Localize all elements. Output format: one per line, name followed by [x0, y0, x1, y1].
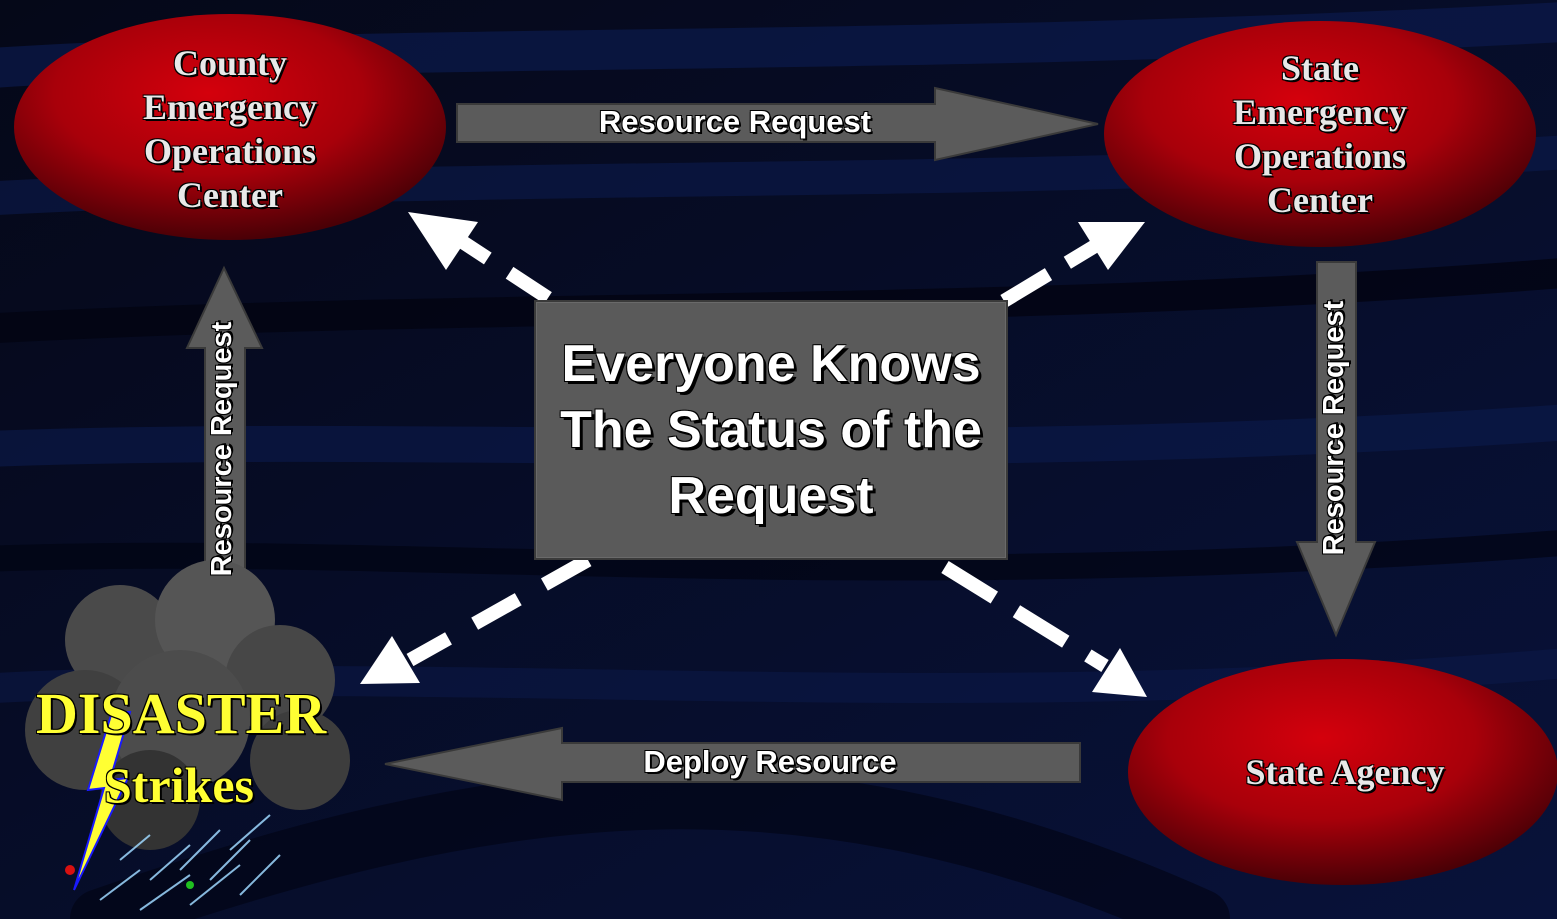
status-box-line: Everyone Knows — [561, 334, 981, 393]
county-eoc-ellipse — [14, 14, 446, 240]
dashed-arrow-to-disaster — [360, 553, 592, 684]
dashed-arrow-to-state-agency — [941, 561, 1147, 697]
status-box-line: Request — [668, 467, 874, 526]
disaster-to-county-arrow-label: Resource Request — [206, 321, 238, 577]
disaster-storm-illustration — [25, 560, 350, 911]
disaster-subtitle: Strikes — [104, 757, 254, 813]
county-eoc-line: Emergency — [143, 87, 317, 128]
state-agency-label: State Agency — [1245, 752, 1445, 793]
lightning-bolt-icon — [73, 711, 132, 891]
status-box: Everyone Knows The Status of the Request — [534, 300, 1008, 560]
state-eoc-line: State — [1281, 48, 1359, 89]
county-eoc-line: County — [172, 43, 288, 84]
state-eoc-ellipse — [1104, 21, 1536, 247]
state-eoc-line: Center — [1267, 179, 1373, 220]
state-agency-ellipse — [1128, 659, 1557, 885]
state-to-agency-arrow-label: Resource Request — [1318, 300, 1350, 556]
dashed-arrow-to-county — [408, 212, 552, 304]
arrow-agency-to-disaster — [384, 726, 1081, 802]
county-eoc-line: Operations — [143, 131, 316, 171]
arrow-county-to-state — [456, 86, 1099, 162]
county-eoc-label: County Emergency Operations Center — [60, 30, 400, 230]
state-eoc-line: Operations — [1233, 136, 1406, 176]
county-to-state-arrow-label: Resource Request — [598, 104, 872, 139]
disaster-title: DISASTER — [36, 681, 327, 746]
county-eoc-line: Center — [177, 174, 283, 215]
arrow-state-to-agency — [1295, 261, 1377, 638]
state-eoc-line: Emergency — [1233, 92, 1407, 133]
state-eoc-label: State Emergency Operations Center — [1150, 35, 1490, 235]
agency-to-disaster-arrow-label: Deploy Resource — [643, 744, 897, 779]
arrow-disaster-to-county — [185, 265, 264, 596]
dashed-arrow-to-state-eoc — [1000, 222, 1145, 307]
status-box-line: The Status of the — [560, 400, 982, 459]
